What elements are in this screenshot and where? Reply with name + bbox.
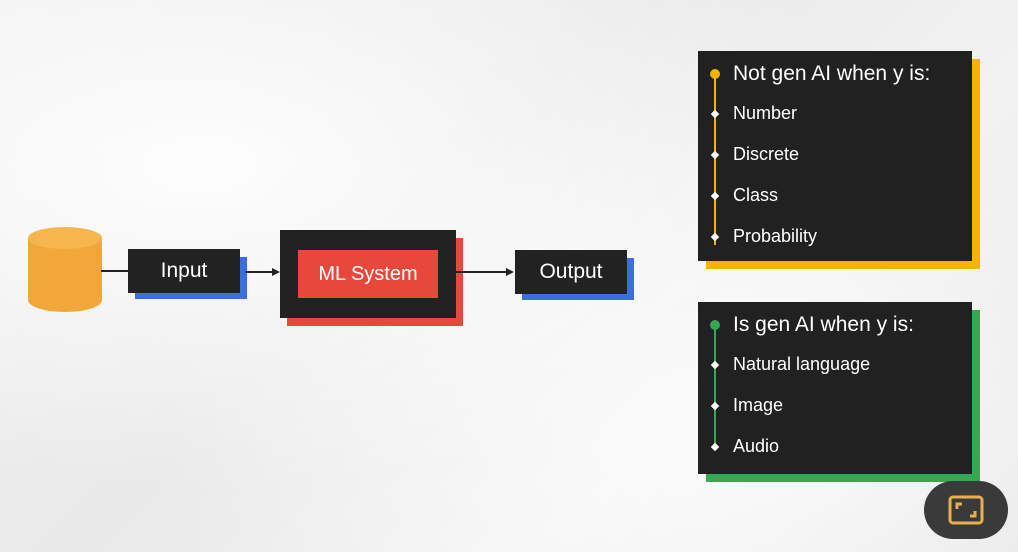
list-item: Probability <box>733 226 818 246</box>
fullscreen-button[interactable] <box>924 481 1008 539</box>
ml-system-box: ML System <box>280 230 456 318</box>
bullet-diamond <box>710 191 720 201</box>
bullet-diamond <box>710 150 720 160</box>
connector-line <box>101 270 129 272</box>
arrowhead-icon <box>506 268 514 276</box>
bullet-dot <box>710 69 720 79</box>
ml-system-label: ML System <box>318 262 418 285</box>
list-item: Number <box>733 103 798 123</box>
bullet-diamond <box>710 442 720 452</box>
arrow-line <box>245 271 273 273</box>
gen-ai-panel: Is gen AI when y is: Natural language Im… <box>698 302 972 474</box>
fullscreen-icon <box>948 495 984 525</box>
input-label: Input <box>160 259 208 282</box>
list-item: Image <box>733 395 784 415</box>
panel-title: Is gen AI when y is: <box>733 313 914 336</box>
output-label: Output <box>539 260 603 283</box>
arrow-line <box>456 271 506 273</box>
list-item: Natural language <box>733 354 871 374</box>
list-item: Class <box>733 185 779 205</box>
timeline-line <box>714 75 716 245</box>
bullet-dot <box>710 320 720 330</box>
bullet-diamond <box>710 109 720 119</box>
ml-system-inner: ML System <box>298 250 438 298</box>
timeline-line <box>714 326 716 446</box>
bullet-diamond <box>710 360 720 370</box>
arrowhead-icon <box>272 268 280 276</box>
database-icon <box>28 227 102 312</box>
list-item: Discrete <box>733 144 800 164</box>
output-box: Output <box>515 250 627 294</box>
bullet-diamond <box>710 401 720 411</box>
list-item: Audio <box>733 436 780 456</box>
bullet-diamond <box>710 232 720 242</box>
not-gen-ai-panel: Not gen AI when y is: Number Discrete Cl… <box>698 51 972 261</box>
panel-title: Not gen AI when y is: <box>733 62 931 85</box>
input-box: Input <box>128 249 240 293</box>
